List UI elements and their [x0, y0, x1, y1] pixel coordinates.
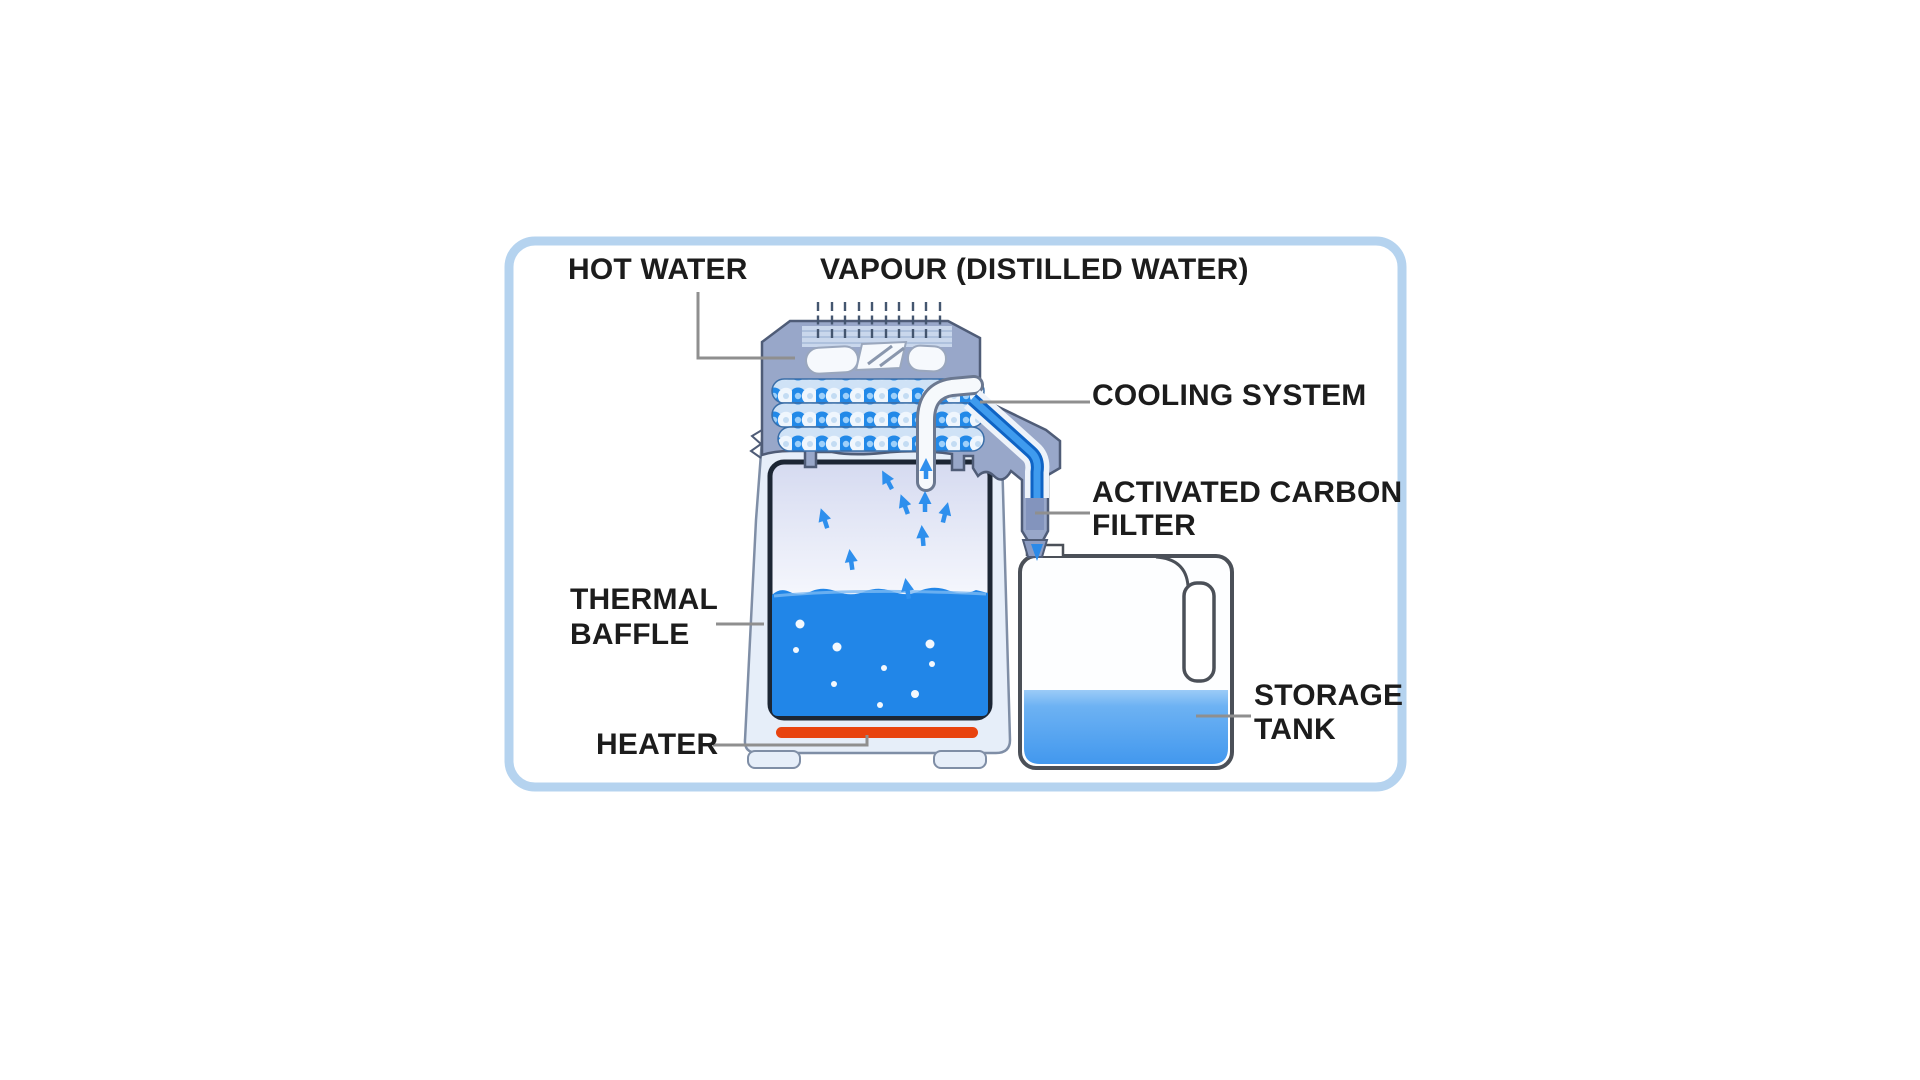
label-activated-carbon-line2: FILTER	[1092, 509, 1196, 542]
label-storage-tank-line2: TANK	[1254, 713, 1336, 746]
label-storage-tank-line1: STORAGE	[1254, 679, 1404, 712]
label-hot-water: HOT WATER	[568, 253, 748, 286]
label-heater: HEATER	[596, 728, 719, 761]
condenser-baffles	[805, 340, 947, 375]
water-bubbles	[793, 619, 935, 708]
tank-handle	[1182, 581, 1216, 683]
storage-tank	[1018, 543, 1234, 770]
boiling-chamber	[767, 459, 993, 738]
label-activated-carbon-line1: ACTIVATED CARBON	[1092, 476, 1403, 509]
label-thermal-baffle-line2: BAFFLE	[570, 618, 690, 651]
vapour-vent-lines	[816, 302, 942, 340]
condensate-pipe	[963, 390, 1050, 498]
label-thermal-baffle-line1: THERMAL	[570, 583, 719, 616]
leader-hot-water	[696, 292, 795, 360]
left-foot	[747, 750, 801, 769]
condenser-head	[749, 302, 1062, 561]
right-foot	[933, 750, 987, 769]
leader-heater	[713, 735, 869, 747]
vapour-riser-pipe	[916, 375, 984, 492]
tank-water	[1024, 690, 1228, 764]
leader-lines	[696, 292, 1251, 747]
heater-bar	[776, 727, 978, 738]
label-vapour: VAPOUR (DISTILLED WATER)	[820, 253, 1249, 286]
label-cooling-system: COOLING SYSTEM	[1092, 379, 1367, 412]
boiler-water	[772, 587, 988, 716]
water-drip	[1031, 544, 1043, 561]
